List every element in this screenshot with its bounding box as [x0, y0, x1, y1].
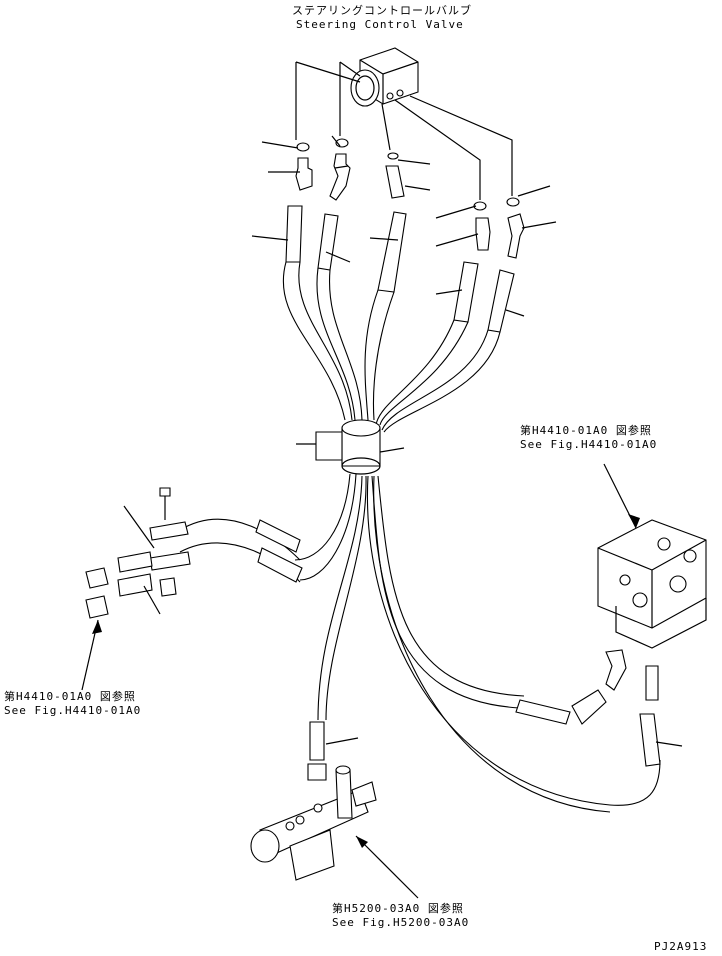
ref-right-jp-label: 第H4410-01A0 図参照 — [520, 424, 652, 437]
valve-block-right — [597, 519, 707, 649]
hoses-lower — [179, 473, 661, 813]
ref-bottom-en-label: See Fig.H5200-03A0 — [332, 916, 470, 929]
o-rings — [296, 138, 520, 211]
ref-left-jp-label: 第H4410-01A0 図参照 — [4, 690, 136, 703]
right-block-fittings — [515, 649, 661, 767]
reference-arrows — [81, 463, 640, 899]
valve-leader-lines — [295, 61, 513, 200]
hose-clamp — [315, 419, 381, 475]
ref-left-en-label: See Fig.H4410-01A0 — [4, 704, 142, 717]
title-jp-label: ステアリングコントロールバルブ — [292, 4, 472, 17]
ref-bottom-jp-label: 第H5200-03A0 図参照 — [332, 902, 464, 915]
hose-end-fittings — [285, 205, 515, 333]
title-en-label: Steering Control Valve — [296, 18, 464, 31]
ref-right-en-label: See Fig.H4410-01A0 — [520, 438, 658, 451]
drawing-code-label: PJ2A913 — [654, 940, 708, 953]
left-hose-assemblies — [85, 487, 303, 619]
callout-lines — [123, 135, 683, 747]
steering-control-valve — [350, 47, 419, 107]
adapters — [295, 153, 525, 259]
bottom-manifold — [250, 721, 377, 881]
hoses-upper — [282, 261, 501, 433]
